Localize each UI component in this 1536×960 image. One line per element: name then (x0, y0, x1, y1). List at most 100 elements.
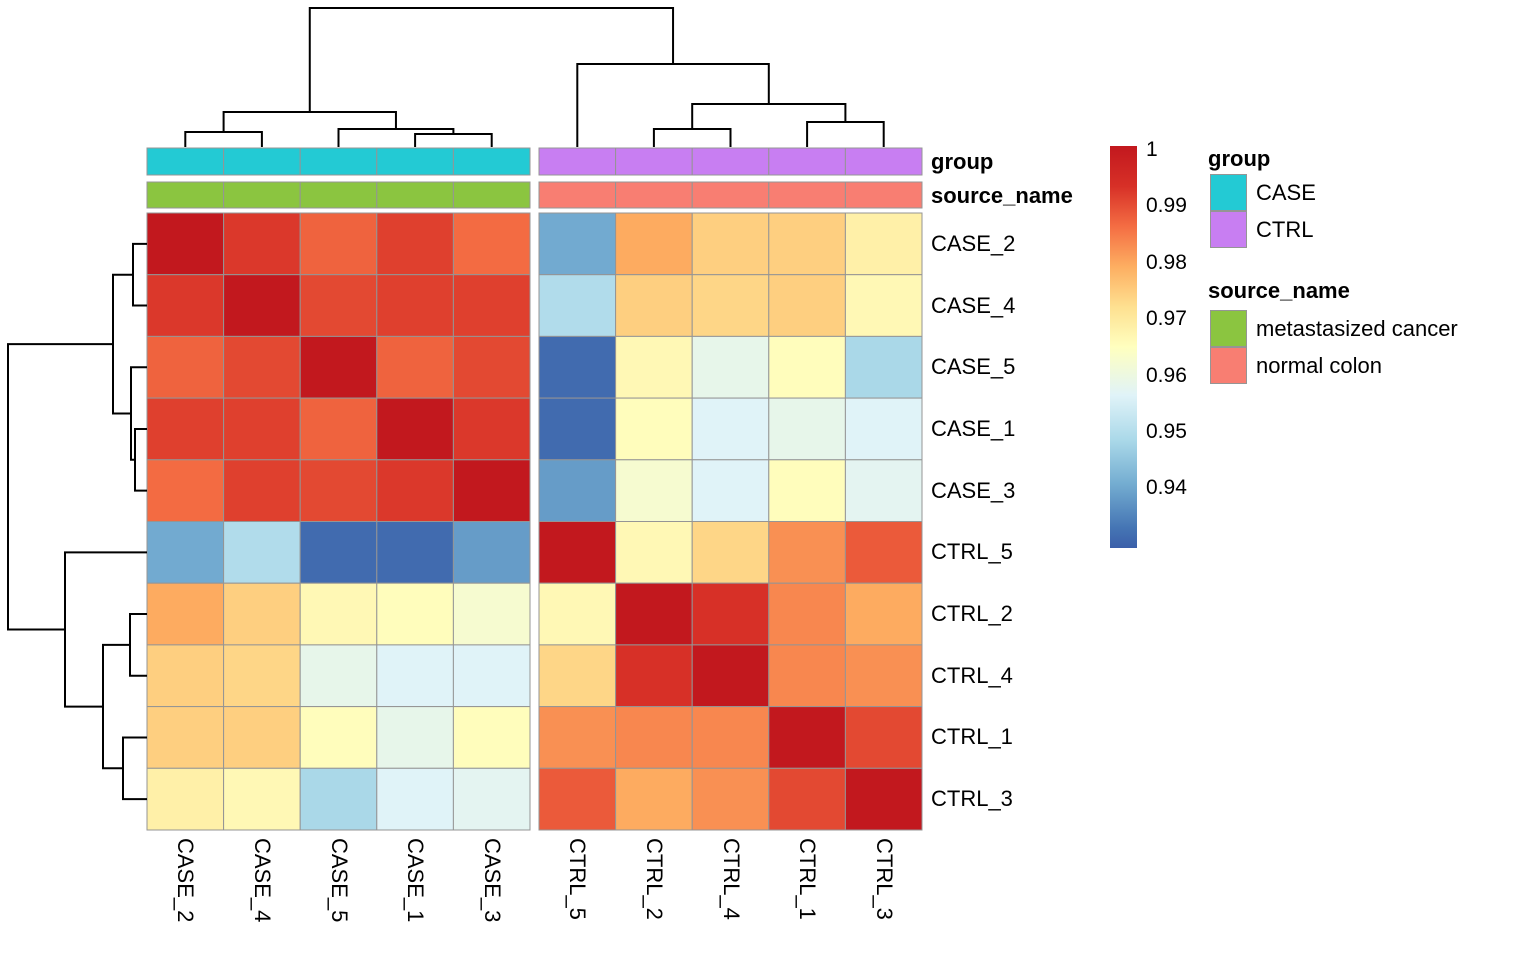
dendrogram-branch (652, 128, 732, 147)
heatmap-cell (452, 274, 531, 337)
dendrogram-branch (691, 103, 847, 129)
heatmap-cell (452, 582, 531, 646)
colorbar (1110, 146, 1137, 548)
heatmap-cell (538, 459, 617, 522)
heatmap-cell (615, 582, 693, 646)
column-annotation-group-cell (691, 147, 770, 176)
column-label: CASE_2 (173, 838, 199, 923)
heatmap-cell (223, 459, 301, 522)
column-annotation-source-cell (376, 181, 454, 209)
heatmap-cell (538, 335, 617, 399)
heatmap-cell (768, 767, 846, 831)
column-label: CASE_5 (326, 838, 352, 923)
row-label: CASE_4 (931, 292, 1016, 318)
row-label: CTRL_2 (931, 601, 1013, 627)
heatmap-cell (376, 335, 454, 399)
colorbar-tick-label: 0.95 (1146, 420, 1187, 443)
heatmap-cell (768, 212, 846, 276)
heatmap-cell (844, 521, 923, 584)
legend-swatch-case (1210, 174, 1247, 211)
column-annotation-group-cell (615, 147, 693, 176)
column-annotation-source-cell (844, 181, 923, 209)
heatmap-cell (691, 335, 770, 399)
heatmap-cell (146, 397, 225, 461)
row-label: CTRL_3 (931, 786, 1013, 812)
heatmap-cell (615, 644, 693, 708)
heatmap-cell (538, 582, 617, 646)
column-annotation-source-cell (615, 181, 693, 209)
column-annotation-source-cell (223, 181, 301, 209)
heatmap-cell (538, 521, 617, 584)
column-label: CASE_1 (403, 838, 429, 923)
dendrogram-branch (576, 63, 770, 147)
dendrogram-branch (64, 551, 147, 708)
heatmap-cell (299, 274, 378, 337)
heatmap-cell (299, 521, 378, 584)
row-label: CASE_5 (931, 354, 1016, 380)
heatmap-cell (376, 212, 454, 276)
heatmap-cell (691, 767, 770, 831)
heatmap-cell (299, 706, 378, 769)
row-label: CTRL_4 (931, 662, 1013, 688)
heatmap-cell (691, 397, 770, 461)
heatmap-cell (223, 767, 301, 831)
column-annotation-source-cell (146, 181, 225, 209)
heatmap-cell (376, 644, 454, 708)
legend-title-group: group (1208, 146, 1271, 171)
column-label: CTRL_5 (565, 838, 591, 920)
dendrogram-branch (414, 133, 493, 147)
heatmap-cell (844, 644, 923, 708)
heatmap-cell (146, 767, 225, 831)
column-label: CTRL_1 (795, 838, 821, 920)
heatmap-cell (146, 706, 225, 769)
heatmap-cell (615, 767, 693, 831)
heatmap-cell (538, 767, 617, 831)
heatmap-cell (844, 459, 923, 522)
heatmap-cell (299, 582, 378, 646)
heatmap-cell (223, 706, 301, 769)
heatmap-cell (376, 459, 454, 522)
legend-label-normal-colon: normal colon (1256, 353, 1382, 378)
heatmap-cell (299, 397, 378, 461)
heatmap-cell (223, 582, 301, 646)
column-annotation-source-cell (768, 181, 846, 209)
row-label: CTRL_1 (931, 724, 1013, 750)
heatmap-cell (615, 521, 693, 584)
heatmap-cell (768, 335, 846, 399)
annotation-title-source-name: source_name (931, 183, 1073, 208)
column-label: CTRL_4 (718, 838, 744, 920)
column-annotation-group-cell (376, 147, 454, 176)
column-dendrogram (184, 7, 885, 147)
row-label: CASE_2 (931, 230, 1016, 256)
heatmap-cell (452, 644, 531, 708)
column-annotation-source-cell (538, 181, 617, 209)
heatmap-cell (299, 644, 378, 708)
column-annotation-source-cell (691, 181, 770, 209)
colorbar-tick-label: 0.97 (1146, 307, 1187, 331)
heatmap-cell (452, 212, 531, 276)
heatmap-cell (223, 521, 301, 584)
colorbar-tick-label: 0.94 (1146, 476, 1187, 500)
heatmap-cell (768, 521, 846, 584)
heatmap-cell (538, 644, 617, 708)
column-annotation-group-cell (844, 147, 923, 176)
heatmap-cell (844, 274, 923, 337)
heatmap-cell (146, 644, 225, 708)
heatmap-cell (615, 397, 693, 461)
heatmap-cell (615, 706, 693, 769)
row-label: CASE_3 (931, 477, 1016, 503)
legend-label-ctrl: CTRL (1256, 217, 1314, 242)
heatmap-cell (376, 767, 454, 831)
heatmap-cell (223, 397, 301, 461)
column-annotation-source-cell (452, 181, 531, 209)
colorbar-tick-label: 0.96 (1146, 363, 1187, 387)
column-annotation-group-cell (299, 147, 378, 176)
column-label: CTRL_2 (641, 838, 667, 920)
heatmap-cell (615, 274, 693, 337)
legend-swatch-normal-colon (1210, 347, 1247, 384)
row-dendrogram (7, 242, 147, 801)
heatmap-cell (844, 582, 923, 646)
heatmap-cell (376, 397, 454, 461)
heatmap-cell (452, 521, 531, 584)
heatmap-cell (691, 582, 770, 646)
